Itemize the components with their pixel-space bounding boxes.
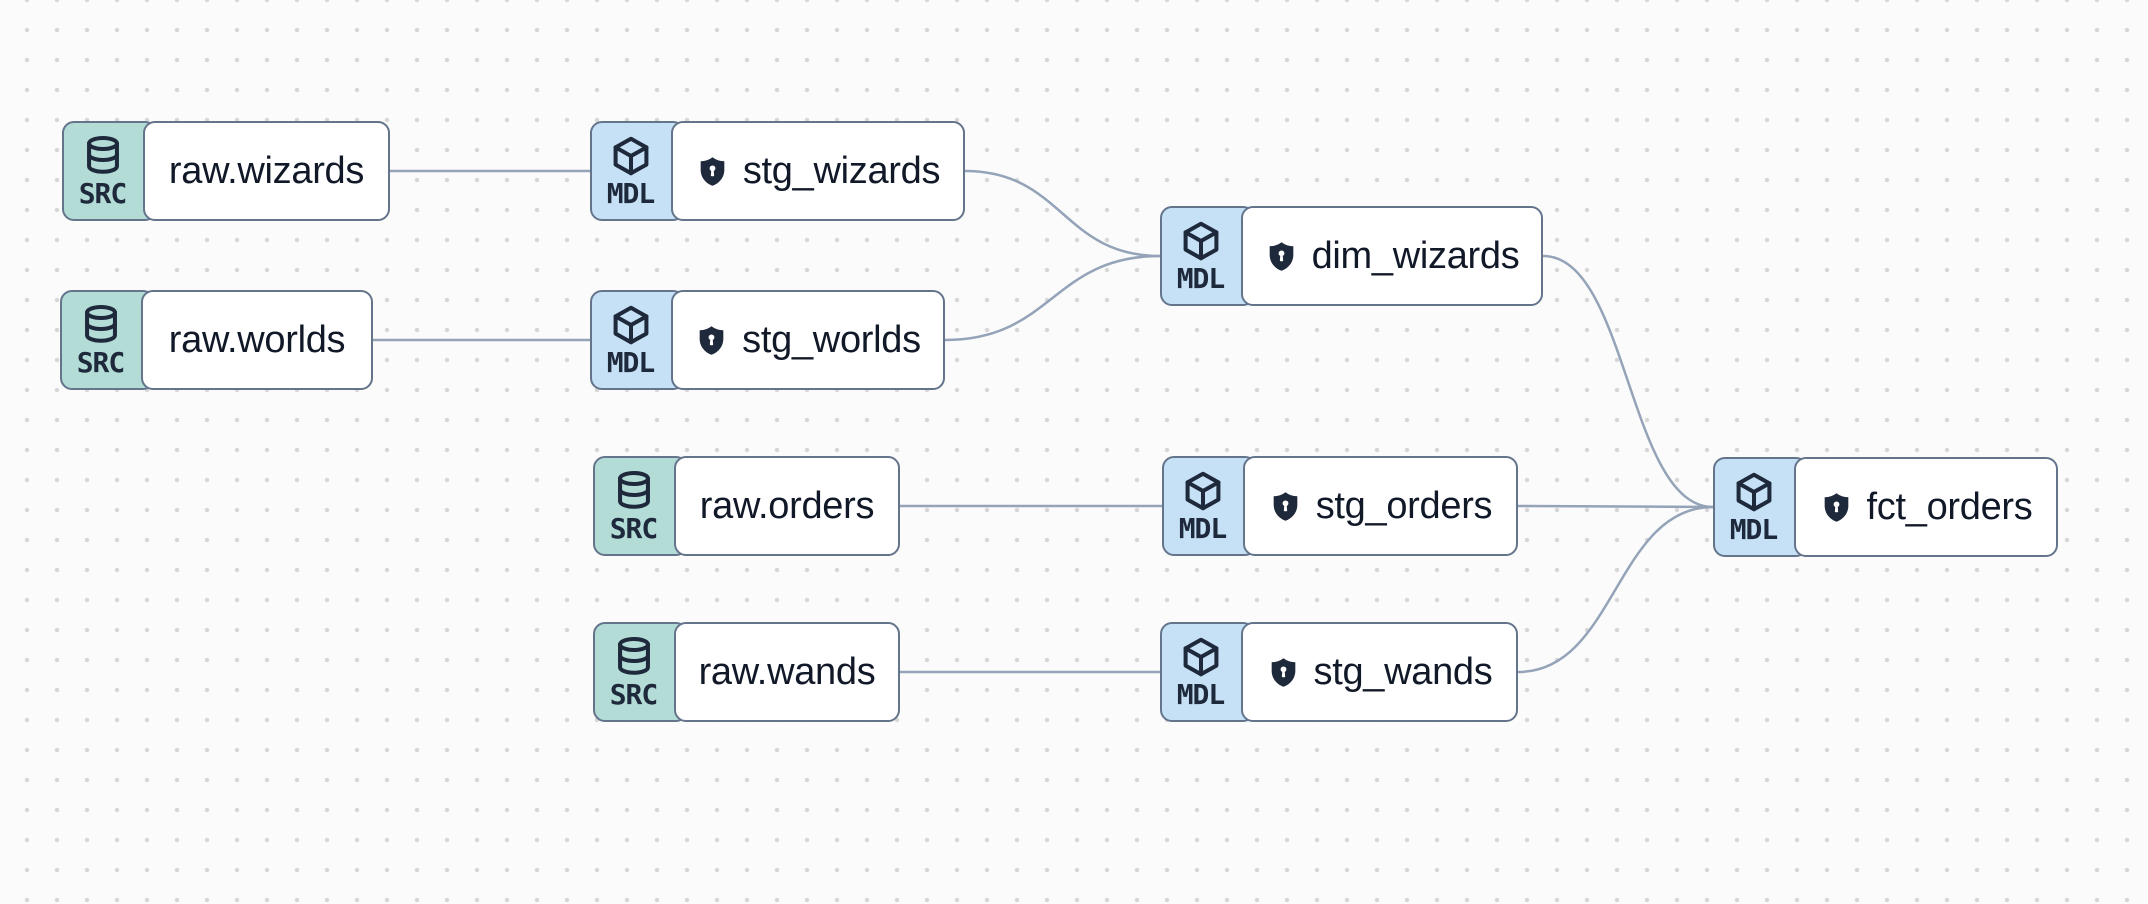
node-type-label: MDL: [1176, 261, 1226, 295]
node-type-label: MDL: [606, 345, 656, 379]
node-type-badge: MDL: [1160, 622, 1255, 722]
node-body: stg_worlds: [671, 290, 945, 390]
lineage-node-stg_wands[interactable]: MDL stg_wands: [1160, 622, 1518, 722]
node-type-label: MDL: [1729, 512, 1779, 546]
lineage-node-fct_orders[interactable]: MDL fct_orders: [1713, 457, 2058, 557]
node-label: dim_wizards: [1311, 235, 1520, 277]
shield-lock-icon: [1269, 490, 1302, 523]
node-type-label: SRC: [609, 677, 659, 711]
database-icon: [86, 135, 119, 174]
shield-lock-icon: [695, 324, 728, 357]
lineage-edge-dim_wizards-to-fct_orders: [1541, 254, 1715, 509]
lineage-edge-stg_worlds-to-dim_wizards: [943, 254, 1162, 342]
node-body: raw.orders: [674, 456, 900, 556]
lineage-node-raw.worlds[interactable]: SRC raw.worlds: [60, 290, 373, 390]
node-body: stg_wands: [1241, 622, 1518, 722]
lineage-node-raw.orders[interactable]: SRC raw.orders: [593, 456, 900, 556]
node-type-label: SRC: [78, 176, 128, 210]
lineage-edge-stg_wizards-to-dim_wizards: [963, 169, 1162, 258]
cube-icon: [1183, 221, 1218, 261]
node-type-label: MDL: [606, 176, 656, 210]
database-icon: [617, 636, 650, 675]
shield-lock-icon: [1820, 491, 1853, 524]
node-type-badge: SRC: [593, 622, 688, 722]
lineage-node-dim_wizards[interactable]: MDL dim_wizards: [1160, 206, 1543, 306]
lineage-node-raw.wands[interactable]: SRC raw.wands: [593, 622, 900, 722]
node-body: fct_orders: [1794, 457, 2058, 557]
node-label: stg_orders: [1315, 485, 1493, 527]
cube-icon: [613, 136, 648, 176]
node-body: stg_wizards: [671, 121, 965, 221]
node-type-badge: MDL: [1162, 456, 1257, 556]
shield-lock-icon: [1265, 240, 1298, 273]
shield-lock-icon: [696, 155, 729, 188]
node-type-badge: SRC: [60, 290, 155, 390]
lineage-edge-stg_orders-to-fct_orders: [1516, 504, 1715, 509]
node-type-label: MDL: [1176, 677, 1226, 711]
node-label: raw.wizards: [168, 150, 365, 192]
lineage-node-stg_worlds[interactable]: MDL stg_worlds: [590, 290, 945, 390]
node-label: raw.worlds: [168, 319, 346, 361]
node-body: raw.wizards: [143, 121, 390, 221]
node-type-badge: MDL: [590, 290, 685, 390]
shield-lock-icon: [1267, 656, 1300, 689]
node-body: raw.worlds: [141, 290, 373, 390]
cube-icon: [613, 305, 648, 345]
node-type-label: SRC: [609, 511, 659, 545]
node-type-badge: MDL: [1160, 206, 1255, 306]
node-body: dim_wizards: [1241, 206, 1543, 306]
node-body: stg_orders: [1243, 456, 1518, 556]
node-label: raw.orders: [699, 485, 875, 527]
node-label: fct_orders: [1866, 486, 2033, 528]
node-type-badge: SRC: [593, 456, 688, 556]
lineage-node-raw.wizards[interactable]: SRC raw.wizards: [62, 121, 390, 221]
lineage-node-stg_wizards[interactable]: MDL stg_wizards: [590, 121, 965, 221]
node-type-label: SRC: [76, 345, 126, 379]
node-label: raw.wands: [698, 651, 876, 693]
lineage-node-stg_orders[interactable]: MDL stg_orders: [1162, 456, 1518, 556]
node-label: stg_wands: [1313, 651, 1493, 693]
database-icon: [84, 304, 117, 343]
lineage-edge-stg_wands-to-fct_orders: [1516, 505, 1715, 674]
node-body: raw.wands: [674, 622, 900, 722]
node-label: stg_worlds: [742, 319, 921, 361]
node-label: stg_wizards: [742, 150, 941, 192]
cube-icon: [1185, 471, 1220, 511]
node-type-badge: MDL: [1713, 457, 1808, 557]
node-type-label: MDL: [1178, 511, 1228, 545]
cube-icon: [1736, 472, 1771, 512]
cube-icon: [1183, 637, 1218, 677]
database-icon: [617, 470, 650, 509]
